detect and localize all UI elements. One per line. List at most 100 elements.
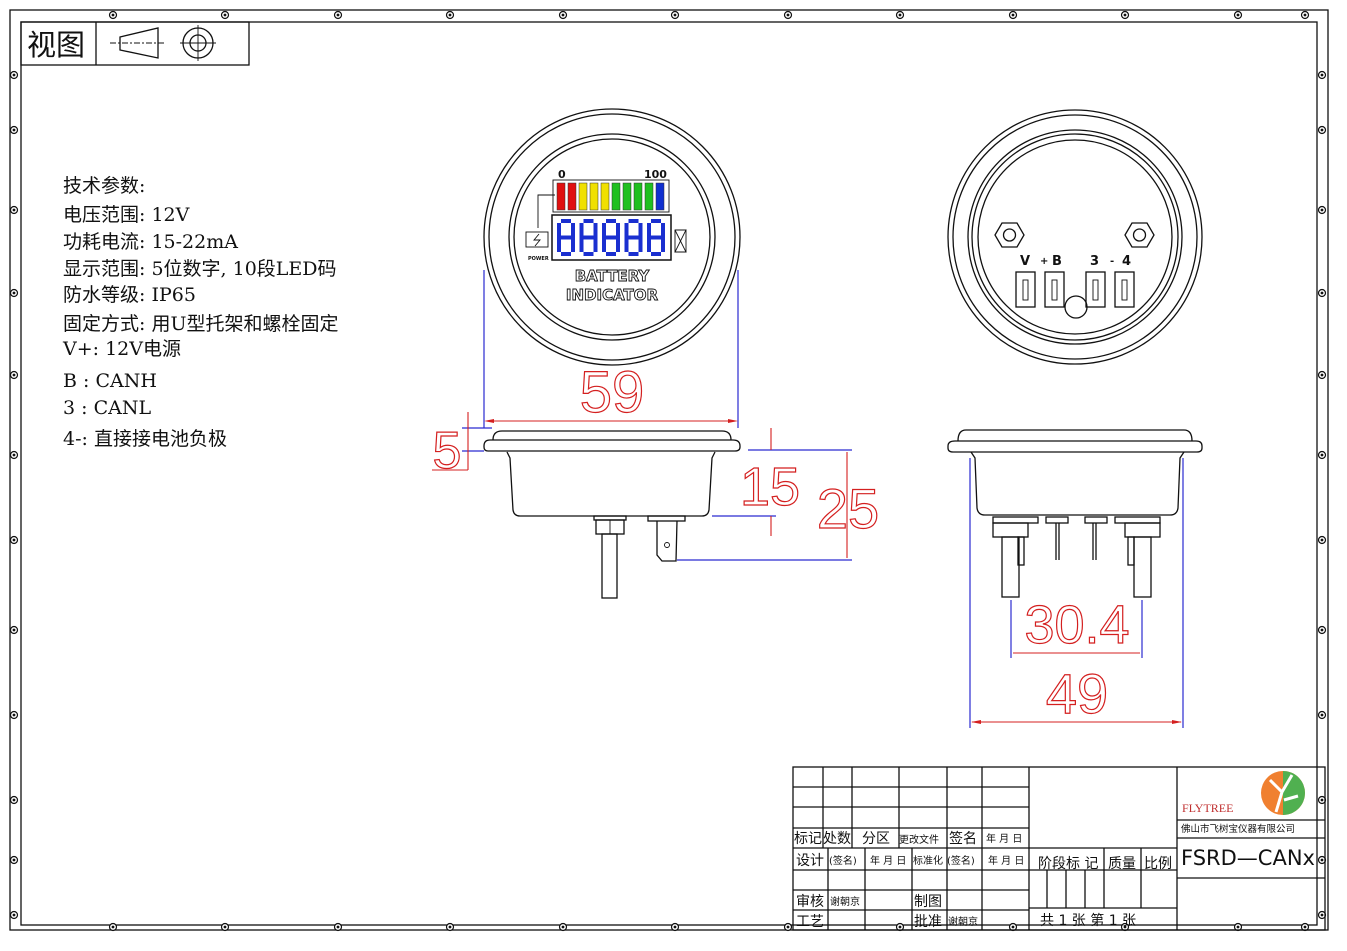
title-block: 标记 处数 分区 更改文件 签名 年 月 日 设计 (签名) 年 月 日 标准化… [792, 766, 1326, 931]
screw-center [1320, 291, 1324, 295]
screw-center [12, 713, 16, 717]
tb-review-label: 审核 [796, 894, 824, 910]
tb-mass-label: 质量 [1108, 856, 1136, 872]
screw-center [448, 925, 452, 929]
screw-center [111, 925, 115, 929]
screw-center [1320, 858, 1324, 862]
tb-header: 处数 [823, 831, 851, 847]
screw-center [12, 73, 16, 77]
screw-center [673, 13, 677, 17]
digit-segment [602, 237, 606, 252]
terminal-block [1015, 271, 1036, 308]
digit-segment [624, 237, 629, 252]
tb-draw-label: 制图 [914, 894, 942, 910]
screw-center [1320, 453, 1324, 457]
digit-segment [606, 252, 616, 256]
dim-total-depth: 25 [817, 477, 879, 540]
level-bar [611, 182, 621, 211]
digit-segment [628, 235, 639, 240]
terminal-label: + [1040, 256, 1048, 267]
digit-segment [583, 252, 594, 256]
screw-center [336, 925, 340, 929]
terminal-label: B [1052, 254, 1062, 269]
spec-line: 防水等级: IP65 [63, 284, 196, 306]
hex-nut-right-icon [1124, 222, 1155, 248]
tb-review-name: 谢朝京 [830, 895, 860, 908]
screw-center [336, 13, 340, 17]
level-bar [644, 182, 654, 211]
terminal-label: V [1020, 254, 1030, 269]
tb-stage-label: 阶段标 记 [1038, 856, 1098, 872]
digit-segment [628, 219, 639, 223]
screw-center [12, 373, 16, 377]
level-bar [589, 182, 599, 211]
screw-center [448, 13, 452, 17]
digit-segment [561, 219, 571, 223]
flytree-logo-icon [1261, 771, 1305, 815]
tb-design: 年 月 日 [988, 854, 1024, 867]
screw-center [12, 628, 16, 632]
spec-line: B : CANH [63, 370, 157, 392]
border-screws [9, 10, 1327, 932]
digit-segment [647, 223, 651, 238]
digit-segment [606, 235, 616, 240]
terminal-block [1044, 271, 1065, 308]
spec-line: V+: 12V电源 [62, 338, 181, 360]
digit-segment [571, 223, 575, 238]
digit-segment [638, 237, 643, 252]
digit-segment [602, 223, 606, 238]
scale-max: 100 [644, 168, 667, 181]
level-bar [567, 182, 577, 211]
technical-specs: 技术参数: 电压范围: 12V 功耗电流: 15-22mA 显示范围: 5位数字… [62, 175, 338, 450]
back-view: V + B 3 - 4 [947, 109, 1203, 365]
tb-process-label: 工艺 [796, 914, 824, 930]
terminal-pin [1022, 279, 1029, 301]
side-view-left [483, 430, 741, 599]
digit-segment [561, 235, 571, 240]
screw-center [12, 453, 16, 457]
digit-segment [651, 252, 661, 256]
tb-design: 年 月 日 [870, 854, 906, 867]
screw-center [786, 925, 790, 929]
digit-segment [661, 223, 665, 238]
screw-center [1320, 913, 1324, 917]
digit-segment [647, 237, 651, 252]
terminal-blocks [1015, 271, 1135, 308]
screw-center [1123, 13, 1127, 17]
screw-center [1303, 925, 1307, 929]
terminal-pin [1092, 279, 1099, 301]
battery-power-icon: POWER [525, 231, 549, 262]
hourglass-icon [674, 229, 687, 253]
digit-segment [579, 237, 584, 252]
level-bar [633, 182, 643, 211]
screw-center [12, 208, 16, 212]
dim-flange: 5 [433, 422, 462, 480]
front-view: 0 100 88888 POWER BATTERY INDICATOR [483, 108, 741, 366]
spec-line: 3 : CANL [63, 397, 151, 419]
screw-center [1320, 208, 1324, 212]
screw-center [673, 925, 677, 929]
screw-center [12, 128, 16, 132]
screw-center [1320, 798, 1324, 802]
tb-design: (签名) [829, 854, 857, 867]
tb-header: 分区 [862, 831, 890, 847]
tb-sheets: 共 1 张 第 1 张 [1040, 912, 1136, 929]
tb-design: 设计 [796, 853, 824, 869]
screw-center [898, 13, 902, 17]
terminal-label: 3 [1090, 254, 1099, 269]
screw-center [1011, 13, 1015, 17]
screw-center [1303, 13, 1307, 17]
screw-center [1320, 373, 1324, 377]
spec-line: 功耗电流: 15-22mA [63, 231, 238, 253]
digit-segment [561, 252, 571, 256]
dim-terminal-span: 30.4 [1024, 595, 1129, 655]
screw-center [12, 858, 16, 862]
battery-label: BATTERY [575, 267, 651, 285]
view-label: 视图 [27, 28, 85, 62]
screw-center [1320, 628, 1324, 632]
drawing-number: FSRD—CANx [1181, 846, 1315, 870]
level-bar [578, 182, 588, 211]
drawing-border [9, 9, 1329, 932]
screw-center [12, 913, 16, 917]
